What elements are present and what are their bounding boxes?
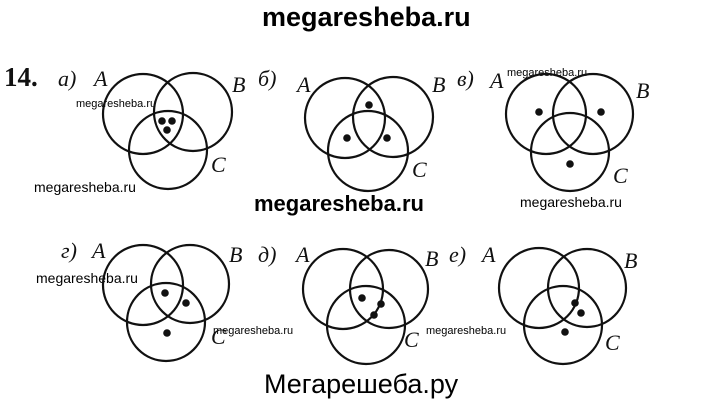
set-label-b: B: [636, 78, 649, 103]
set-label-b: B: [425, 246, 438, 271]
set-label-b: B: [232, 72, 245, 97]
set-label-a: A: [90, 238, 106, 263]
element-dot: [161, 289, 169, 297]
watermark-small: megaresheba.ru: [213, 325, 294, 337]
panel-label: а): [58, 66, 76, 91]
element-dot: [561, 328, 569, 336]
watermark-bottom: Мегарешеба.ру: [264, 369, 459, 399]
set-circle-c: [326, 109, 410, 193]
watermark-small: megaresheba.ru: [426, 325, 507, 337]
panel-label: б): [258, 66, 276, 91]
set-circle-b: [348, 248, 430, 330]
element-dot: [383, 134, 391, 142]
panel-label: д): [258, 242, 276, 267]
set-label-a: A: [480, 242, 496, 267]
set-label-c: C: [412, 157, 427, 182]
set-circle-a: [101, 243, 185, 327]
set-label-a: A: [488, 68, 504, 93]
set-circle-a: [504, 72, 588, 156]
element-dot: [168, 117, 176, 125]
set-label-b: B: [432, 72, 445, 97]
watermark-small: megaresheba.ru: [34, 179, 136, 195]
panel-label: в): [457, 66, 474, 91]
element-dot: [566, 160, 574, 168]
venn-panel-v: в) A B C: [457, 66, 649, 193]
element-dot: [370, 311, 378, 319]
set-label-c: C: [404, 327, 419, 352]
element-dot: [535, 108, 543, 116]
set-label-b: B: [624, 248, 637, 273]
set-circle-b: [351, 75, 435, 159]
element-dot: [358, 294, 366, 302]
venn-panel-e: е) A B C: [449, 242, 637, 366]
set-label-c: C: [613, 163, 628, 188]
watermark-top: megaresheba.ru: [262, 2, 471, 32]
set-circle-c: [522, 284, 604, 366]
set-label-a: A: [92, 66, 108, 91]
element-dot: [343, 134, 351, 142]
set-label-c: C: [211, 152, 226, 177]
set-circle-b: [149, 243, 231, 325]
watermark-small: megaresheba.ru: [36, 270, 138, 286]
panel-label: е): [449, 242, 466, 267]
problem-number: 14.: [4, 62, 38, 92]
element-dot: [597, 108, 605, 116]
set-circle-a: [497, 246, 581, 330]
set-label-c: C: [605, 330, 620, 355]
set-circle-c: [325, 284, 407, 366]
watermark-small: megaresheba.ru: [76, 98, 157, 110]
panel-label: г): [61, 238, 77, 263]
watermark-middle: megaresheba.ru: [254, 191, 424, 216]
set-circle-b: [546, 247, 628, 329]
venn-panel-b: б) A B C: [258, 66, 445, 193]
element-dot: [577, 309, 585, 317]
venn-panel-d: д) A B C: [258, 242, 438, 366]
element-dot: [377, 300, 385, 308]
element-dot: [163, 126, 171, 134]
set-label-c: C: [211, 324, 226, 349]
element-dot: [365, 101, 373, 109]
element-dot: [571, 299, 579, 307]
set-circle-b: [551, 72, 635, 156]
set-circle-b: [152, 71, 234, 153]
set-label-b: B: [229, 242, 242, 267]
set-label-a: A: [294, 242, 310, 267]
set-circle-c: [125, 281, 207, 363]
element-dot: [163, 329, 171, 337]
set-circle-c: [127, 109, 209, 191]
set-circle-a: [303, 76, 387, 160]
venn-panel-g: г) A B C: [61, 238, 242, 363]
set-label-a: A: [295, 72, 311, 97]
set-circle-c: [529, 111, 611, 193]
set-circle-a: [101, 72, 185, 156]
venn-panel-a: а) A B C: [58, 66, 245, 191]
element-dot: [182, 299, 190, 307]
element-dot: [158, 117, 166, 125]
watermark-small: megaresheba.ru: [520, 194, 622, 210]
